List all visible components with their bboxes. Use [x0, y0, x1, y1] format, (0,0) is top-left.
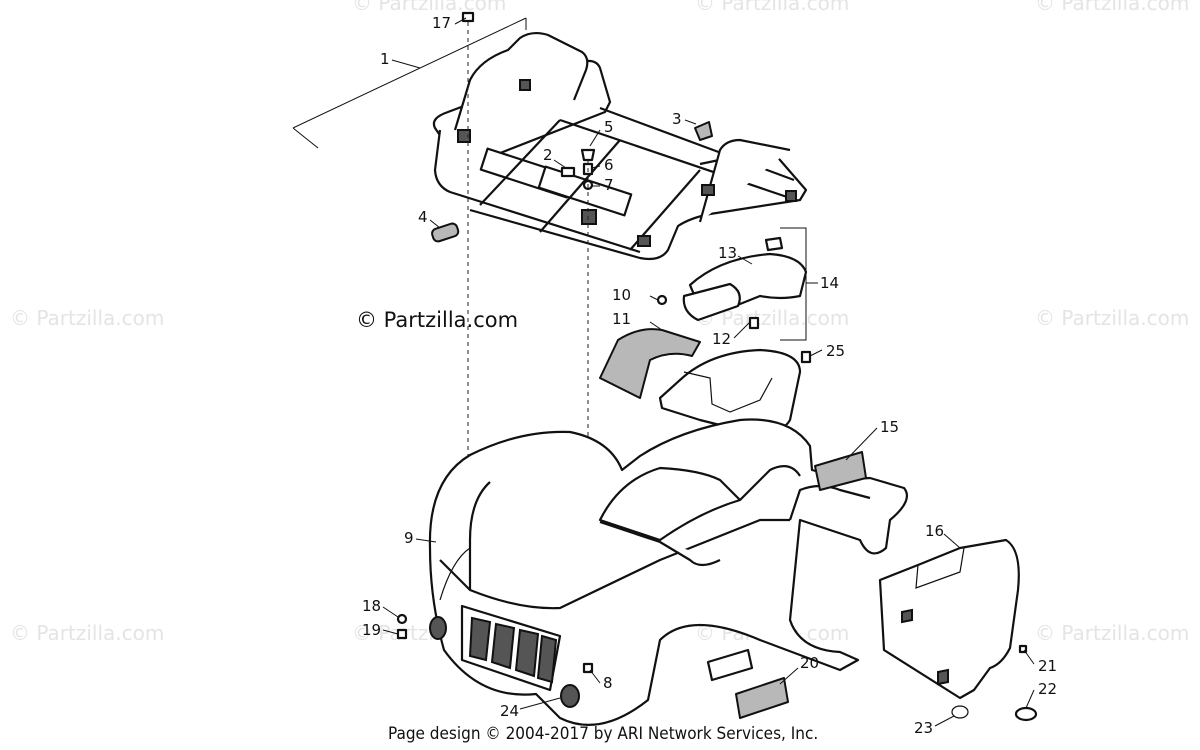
callout-22: 22	[1038, 680, 1057, 698]
callout-1: 1	[380, 50, 390, 68]
watermark-top-2: © Partzilla.com	[695, 0, 849, 15]
leader-lines	[382, 17, 1035, 727]
decal-slot	[706, 648, 754, 682]
screw-25	[800, 350, 812, 364]
decal-20	[735, 677, 789, 719]
bolt-5	[580, 148, 596, 162]
callout-19: 19	[362, 621, 381, 639]
watermark-mid-1: © Partzilla.com	[10, 306, 164, 330]
page-footer: Page design © 2004-2017 by ARI Network S…	[388, 724, 818, 744]
callout-9: 9	[404, 529, 414, 547]
cap-22	[1014, 706, 1038, 722]
callout-11: 11	[612, 310, 631, 328]
label-2	[560, 166, 576, 178]
callout-17: 17	[432, 14, 451, 32]
pin-12	[748, 316, 760, 330]
callout-25: 25	[826, 342, 845, 360]
callout-3: 3	[672, 110, 682, 128]
callout-16: 16	[925, 522, 944, 540]
callout-14: 14	[820, 274, 839, 292]
screw-21	[1018, 644, 1028, 654]
callout-labels: 1 2 3 4 5 6 7 8 9 10 11 12 13 14 15 16 1…	[362, 14, 1057, 737]
watermark-mid-3: © Partzilla.com	[1035, 306, 1189, 330]
decal-15	[814, 451, 867, 491]
callout-18: 18	[362, 597, 381, 615]
callout-4: 4	[418, 208, 428, 226]
callout-2: 2	[543, 146, 553, 164]
watermark-bottom-1: © Partzilla.com	[10, 621, 164, 645]
bolt-10	[656, 294, 668, 306]
storage-tub	[658, 348, 802, 434]
latch-14	[764, 236, 784, 252]
callout-13: 13	[718, 244, 737, 262]
fastener-18	[396, 613, 408, 625]
storage-lid-pad	[682, 282, 741, 322]
screw-17	[461, 11, 475, 23]
main-watermark: © Partzilla.com	[356, 308, 518, 332]
callout-8: 8	[603, 674, 613, 692]
fastener-8	[582, 662, 594, 674]
callout-15: 15	[880, 418, 899, 436]
headlight-left	[429, 616, 447, 640]
callout-24: 24	[500, 702, 519, 720]
callout-21: 21	[1038, 657, 1057, 675]
headlight-24	[560, 684, 580, 708]
front-rack	[432, 31, 808, 261]
watermark-top-1: © Partzilla.com	[352, 0, 506, 15]
watermark-bottom-4: © Partzilla.com	[1035, 621, 1189, 645]
watermark-top-3: © Partzilla.com	[1035, 0, 1189, 15]
callout-12: 12	[712, 330, 731, 348]
panel-11	[599, 328, 701, 399]
grip-4	[431, 222, 460, 243]
ring-23	[951, 705, 969, 719]
callout-23: 23	[914, 719, 933, 737]
front-grille	[460, 604, 562, 692]
callout-7: 7	[604, 176, 614, 194]
callout-5: 5	[604, 118, 614, 136]
fastener-19	[396, 628, 408, 640]
assembly-bracket-1	[292, 17, 527, 129]
bracket-14	[780, 227, 807, 341]
callout-20: 20	[800, 654, 819, 672]
nut-3	[694, 121, 713, 141]
callout-6: 6	[604, 156, 614, 174]
side-panel-16	[878, 538, 1020, 700]
callout-10: 10	[612, 286, 631, 304]
